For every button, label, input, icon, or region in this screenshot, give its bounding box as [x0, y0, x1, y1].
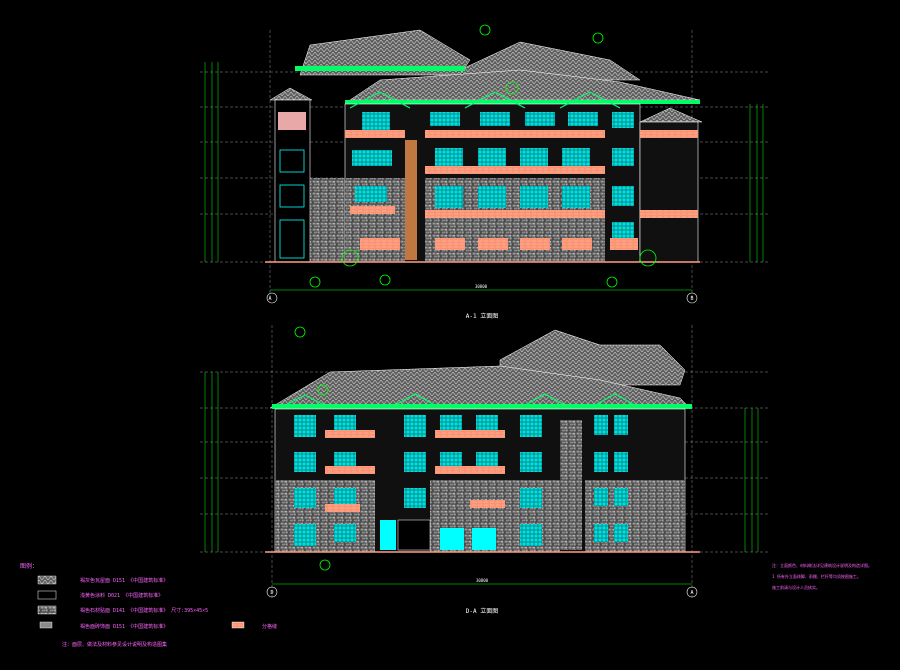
top-elevation: A B 30800 A-1 立面图 [200, 24, 770, 320]
legend-item-label: 褐灰色瓦屋面 D151 《中国建筑标准》 [80, 577, 168, 584]
bottom-axis-right-label: A [690, 590, 693, 596]
bottom-elevation: D A 30800 D-A 立面图 [200, 325, 770, 615]
legend-item: 褐色面砖饰面 D151 《中国建筑标准》 分格缝 [39, 621, 277, 630]
bottom-total-dimension: 30800 [476, 578, 489, 583]
bottom-elevation-caption: D-A 立面图 [466, 607, 498, 615]
note-line: 注：立面颜色、材料做法详见建筑设计说明及构造详图。 [772, 562, 872, 568]
top-total-dimension: 30800 [475, 284, 488, 289]
top-elevation-caption: A-1 立面图 [466, 312, 498, 320]
legend-item-label: 浅黄色涂料 D021 《中国建筑标准》 [80, 592, 163, 599]
top-axis-left-label: A [268, 296, 271, 302]
stone-swatch-icon [37, 605, 57, 615]
legend-title: 图例： [20, 562, 38, 570]
bottom-axis-left-label: D [270, 590, 273, 596]
design-notes: 注：立面颜色、材料做法详见建筑设计说明及构造详图。 1 所有外立面线脚、雨棚、栏… [772, 562, 872, 590]
note-line: 1 所有外立面线脚、雨棚、栏杆等均须按图施工。 [772, 573, 861, 579]
legend-item-extra: 分格缝 [262, 623, 277, 630]
legend-item: 褐灰色瓦屋面 D151 《中国建筑标准》 [37, 575, 168, 585]
top-axis-right-label: B [690, 296, 693, 302]
paint-swatch-icon [37, 590, 57, 600]
legend: 图例： 褐灰色瓦屋面 D151 《中国建筑标准》 浅黄色涂料 D021 《中国建… [20, 562, 277, 648]
legend-item-label: 褐色面砖饰面 D151 《中国建筑标准》 [80, 623, 168, 630]
roof-swatch-icon [37, 575, 57, 585]
legend-item-label: 褐色石材贴面 D141 《中国建筑标准》 尺寸:395×45×5 [80, 607, 208, 614]
note-line: 施工前请与设计人员核实。 [772, 584, 820, 590]
legend-footnote: 注：面层、做法及材料参见设计说明及构造图集 [62, 641, 167, 648]
legend-item: 褐色石材贴面 D141 《中国建筑标准》 尺寸:395×45×5 [37, 605, 208, 615]
legend-item: 浅黄色涂料 D021 《中国建筑标准》 [37, 590, 163, 600]
tile-swatch-icon [39, 621, 53, 629]
joint-swatch-icon [231, 621, 245, 629]
